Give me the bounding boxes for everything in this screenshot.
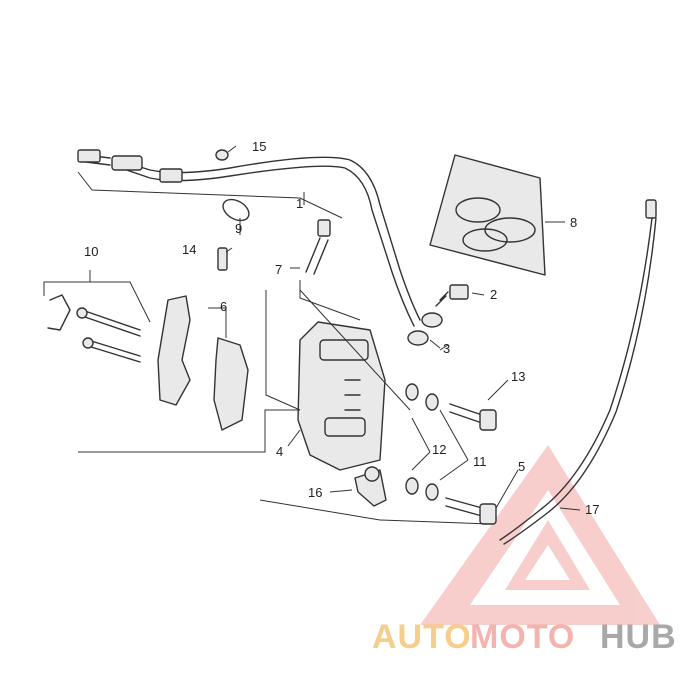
callout-11: 11 — [473, 454, 487, 469]
brake-caliper — [297, 321, 386, 471]
callout-9: 9 — [235, 221, 242, 236]
callout-2: 2 — [490, 287, 497, 302]
callout-8: 8 — [570, 215, 577, 230]
watermark-text: AUTO MOTO HUB — [372, 618, 677, 656]
callout-12: 12 — [432, 442, 446, 457]
callout-14: 14 — [182, 242, 196, 257]
bleed-fitting — [305, 219, 331, 275]
parts-kit-box — [429, 154, 546, 276]
callout-13: 13 — [511, 369, 525, 384]
callout-6: 6 — [220, 299, 227, 314]
brand-part-3: HUB — [600, 618, 677, 656]
sensor-cable — [499, 199, 657, 545]
brand-part-2: MOTO — [470, 618, 575, 656]
watermark-logo — [420, 445, 660, 625]
brake-line — [77, 149, 443, 346]
pad-pins — [47, 294, 141, 363]
banjo-bolt — [435, 284, 469, 307]
callout-labels: 15 1 9 14 7 10 6 8 2 3 13 4 12 11 5 16 1… — [84, 139, 599, 517]
callout-17: 17 — [585, 502, 599, 517]
washer-and-bleeder — [215, 149, 250, 271]
callout-10: 10 — [84, 244, 98, 259]
callout-16: 16 — [308, 485, 322, 500]
brand-part-1: AUTO — [372, 618, 472, 656]
callout-5: 5 — [518, 459, 525, 474]
washers-and-bolts — [405, 383, 497, 525]
sensor-bracket — [354, 466, 387, 507]
callout-4: 4 — [276, 444, 283, 459]
leader-lines — [43, 145, 581, 525]
brake-pads — [157, 295, 249, 431]
callout-3: 3 — [443, 341, 450, 356]
callout-15: 15 — [252, 139, 266, 154]
callout-7: 7 — [275, 262, 282, 277]
callout-1: 1 — [296, 196, 303, 211]
